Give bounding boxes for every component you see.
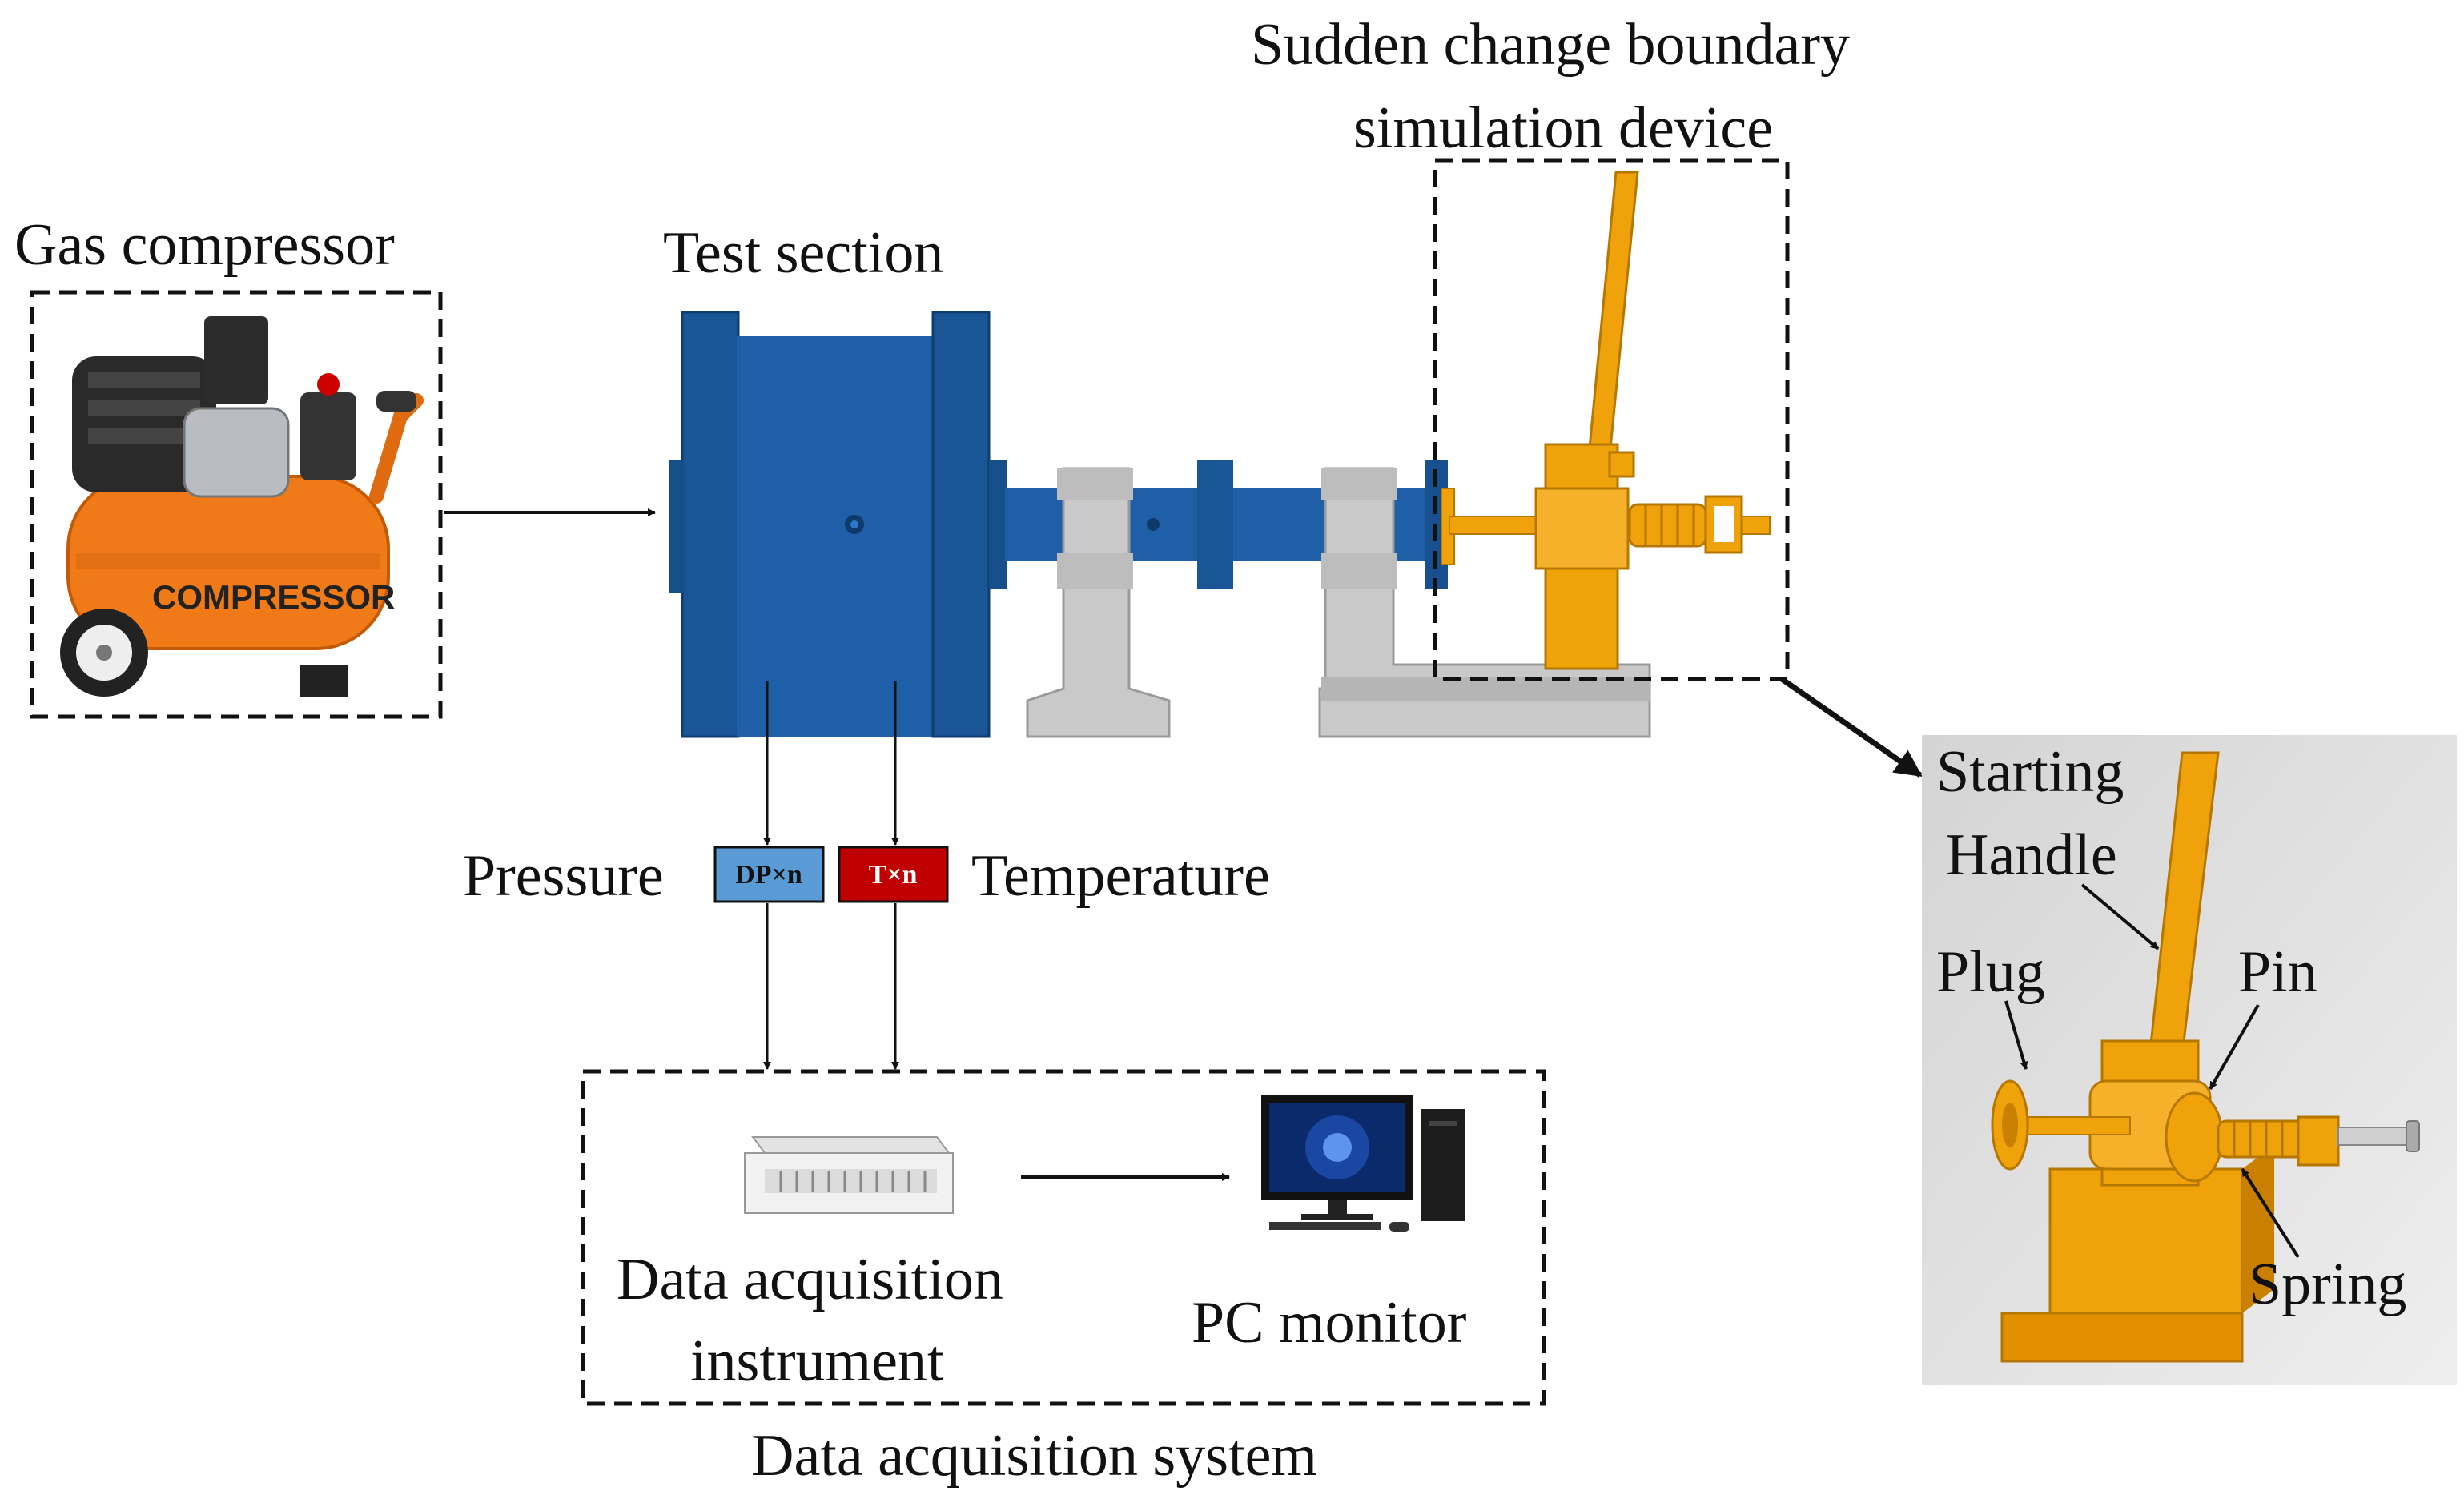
pressure-label: Pressure: [463, 843, 664, 909]
pc-monitor-label: PC monitor: [1192, 1290, 1466, 1356]
temperature-tag-text: T×n: [869, 860, 918, 890]
device-dashed-frame: [1433, 158, 1790, 681]
daq-instrument-label-line1: Data acquisition: [617, 1247, 1003, 1312]
pipe-support-left: [1026, 467, 1171, 738]
sudden-change-label-line2: simulation device: [1353, 95, 1773, 161]
detail-label-plug: Plug: [1936, 939, 2045, 1005]
spring-leader: [2241, 1167, 2300, 1259]
test-section-label: Test section: [663, 220, 943, 286]
detail-label-starting: Starting: [1936, 739, 2124, 805]
device-detail-view: Starting Handle Plug Pin Spring: [1922, 735, 2457, 1385]
daq-system-dashed-frame: [581, 1069, 1546, 1406]
pin-leader: [2209, 1004, 2260, 1090]
detail-label-pin: Pin: [2238, 939, 2317, 1005]
sudden-change-device: [1441, 171, 1771, 670]
daq-instrument-image: [744, 1136, 954, 1214]
device-to-detail-arrow: [1780, 677, 1923, 778]
daq-instrument-label-line2: instrument: [690, 1328, 944, 1394]
daq-system-label: Data acquisition system: [751, 1423, 1317, 1489]
compressor-dashed-frame: [30, 290, 443, 719]
temperature-sensor-tag: T×n: [838, 846, 949, 903]
handle-leader: [2080, 883, 2160, 950]
temperature-label: Temperature: [971, 843, 1270, 909]
pressure-sensor-tag: DP×n: [713, 846, 825, 903]
plug-leader: [2004, 1000, 2028, 1070]
gas-compressor-label: Gas compressor: [14, 212, 395, 278]
gas-compressor: Gas compressor COMPRESSOR: [14, 212, 443, 719]
compressor-brand-text: COMPRESSOR: [152, 578, 395, 616]
detail-label-handle: Handle: [1946, 822, 2117, 888]
test-section: [669, 311, 991, 738]
sudden-change-label-line1: Sudden change boundary: [1251, 12, 1850, 78]
compressor-image: COMPRESSOR: [60, 316, 424, 697]
pc-monitor-image: [1261, 1095, 1465, 1232]
pressure-tag-text: DP×n: [735, 860, 802, 890]
detail-label-spring: Spring: [2249, 1252, 2406, 1317]
